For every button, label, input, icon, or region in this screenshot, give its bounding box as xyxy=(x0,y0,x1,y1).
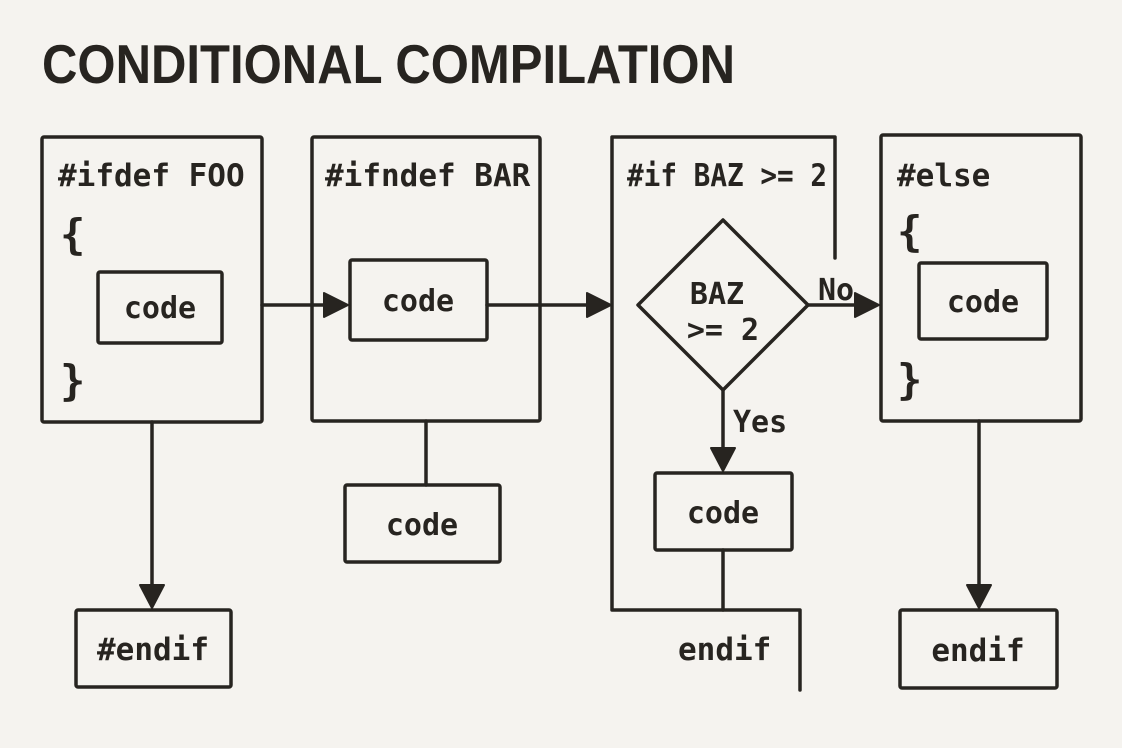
if-baz-container xyxy=(610,135,837,692)
else-close-brace: } xyxy=(897,355,922,404)
arrowhead-down-icon xyxy=(139,584,165,609)
yes-branch-label: Yes xyxy=(733,405,787,440)
ifndef-lower-code-box xyxy=(343,483,502,564)
arrowhead-right-icon xyxy=(854,292,880,318)
if-baz-label: #if BAZ >= 2 xyxy=(627,158,827,194)
else-code-label: code xyxy=(947,285,1019,320)
arrowhead-down-icon xyxy=(966,584,992,609)
page-title: CONDITIONAL COMPILATION xyxy=(42,33,735,95)
endif-baz-label: endif xyxy=(678,632,771,668)
ifdef-code-label: code xyxy=(124,291,196,326)
ifndef-code-label: code xyxy=(382,284,454,319)
ifndef-bar-label: #ifndef BAR xyxy=(325,158,531,194)
arrowhead-right-icon xyxy=(323,292,349,318)
endif-else-box xyxy=(898,608,1059,690)
else-open-brace: { xyxy=(897,207,922,256)
ifdef-close-brace: } xyxy=(60,356,85,405)
ifdef-foo-label: #ifdef FOO xyxy=(58,158,245,194)
arrowhead-down-icon xyxy=(710,447,736,472)
else-label: #else xyxy=(897,158,990,194)
if-baz-code-label: code xyxy=(687,496,759,531)
endif-foo-box xyxy=(74,608,233,689)
ifdef-code-box xyxy=(96,270,224,345)
no-branch-label: No xyxy=(818,273,854,308)
else-container xyxy=(879,133,1083,423)
else-code-box xyxy=(917,261,1049,341)
diamond-text-line2: >= 2 xyxy=(687,313,759,348)
ifndef-lower-code-label: code xyxy=(386,508,458,543)
ifndef-code-box xyxy=(348,258,489,342)
endif-else-label: endif xyxy=(931,633,1024,669)
endif-foo-label: #endif xyxy=(97,632,209,668)
ifdef-open-brace: { xyxy=(60,210,85,259)
diamond-text-line1: BAZ xyxy=(690,277,744,312)
arrowhead-right-icon xyxy=(586,292,612,318)
